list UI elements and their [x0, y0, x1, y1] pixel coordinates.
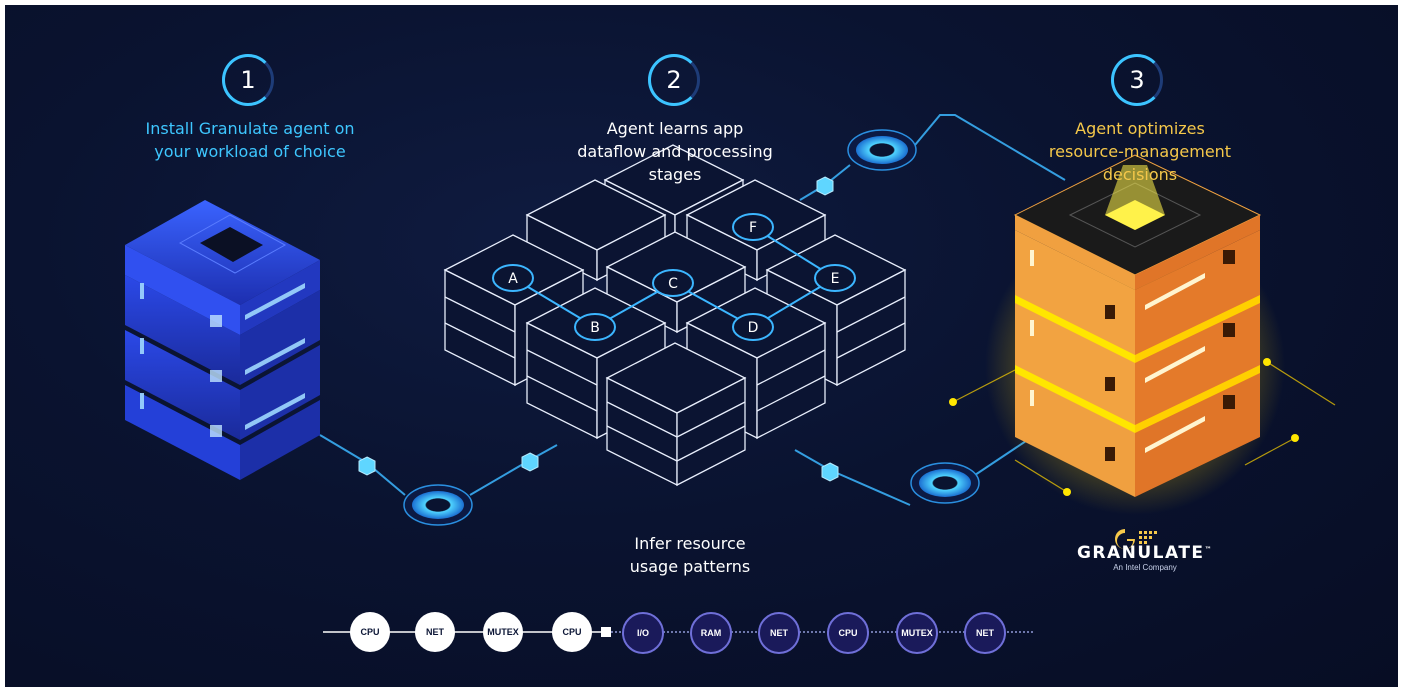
node-b-circle — [574, 313, 616, 341]
node-a-circle — [492, 264, 534, 292]
step-1-line-1: Install Granulate agent on — [145, 119, 355, 138]
node-f-circle — [732, 213, 774, 241]
granulate-logo-mark — [1115, 529, 1157, 549]
node-e-circle — [814, 264, 856, 292]
timeline-pill-cpu: CPU — [350, 612, 390, 652]
cube-1 — [358, 456, 376, 476]
node-c-circle — [652, 269, 694, 297]
step-1-line-2: your workload of choice — [154, 142, 346, 161]
timeline-pill-ram: RAM — [690, 612, 732, 654]
brand-tagline: An Intel Company — [1113, 563, 1177, 572]
timeline-pill-io: I/O — [622, 612, 664, 654]
step-3-line-3: decisions — [1102, 165, 1178, 184]
step-2-description: Agent learns app dataflow and processing… — [575, 117, 775, 186]
infer-caption: Infer resource usage patterns — [590, 532, 790, 578]
diagram-artwork: A B C D E F — [125, 114, 1336, 637]
infer-line-2: usage patterns — [629, 557, 751, 576]
node-d-circle — [732, 313, 774, 341]
timeline-pill-mutex: MUTEX — [896, 612, 938, 654]
timeline-pill-mutex: MUTEX — [483, 612, 523, 652]
timeline-pill-net: NET — [415, 612, 455, 652]
ring-node-top — [847, 129, 917, 171]
node-d-label: D — [748, 320, 759, 336]
node-b-label: B — [590, 320, 600, 336]
data-cubes — [358, 176, 839, 482]
gold-server-stack — [949, 154, 1336, 515]
timeline-pill-cpu: CPU — [552, 612, 592, 652]
step-3-line-1: Agent optimizes — [1075, 119, 1205, 138]
granulate-brand: GRANULATE™ An Intel Company — [1065, 539, 1225, 572]
step-2-line-3: stages — [648, 165, 702, 184]
step-1-description: Install Granulate agent on your workload… — [115, 117, 385, 163]
connector-ring-top-to-3 — [914, 114, 1066, 181]
blue-server-stack — [125, 200, 320, 480]
brand-name: GRANULATE™ — [1076, 543, 1214, 563]
step-3-description: Agent optimizes resource-management deci… — [1035, 117, 1245, 186]
connector-cluster-to-ring-bottom — [794, 449, 911, 506]
diagram-canvas: A B C D E F — [5, 5, 1398, 687]
step-2-line-1: Agent learns app — [606, 119, 744, 138]
ring-node-left — [403, 484, 473, 526]
step-3-number: 3 — [1111, 54, 1163, 106]
timeline-pill-net: NET — [964, 612, 1006, 654]
connector-ring-to-cluster — [469, 444, 558, 496]
step-1-number: 1 — [222, 54, 274, 106]
center-server-cluster — [443, 144, 907, 487]
node-circles — [492, 213, 856, 341]
ring-node-bottom — [910, 462, 980, 504]
step-3-line-2: resource-management — [1048, 142, 1232, 161]
node-c-label: C — [668, 276, 678, 292]
infer-line-1: Infer resource — [634, 534, 746, 553]
step-2-line-2: dataflow and processing — [577, 142, 773, 161]
timeline-pill-net: NET — [758, 612, 800, 654]
cube-2 — [521, 452, 539, 472]
node-a-label: A — [508, 271, 518, 287]
node-e-label: E — [831, 271, 840, 287]
step-2-number: 2 — [648, 54, 700, 106]
cube-4 — [821, 462, 839, 482]
timeline-pill-cpu: CPU — [827, 612, 869, 654]
node-f-label: F — [749, 220, 757, 236]
cube-3 — [816, 176, 834, 196]
